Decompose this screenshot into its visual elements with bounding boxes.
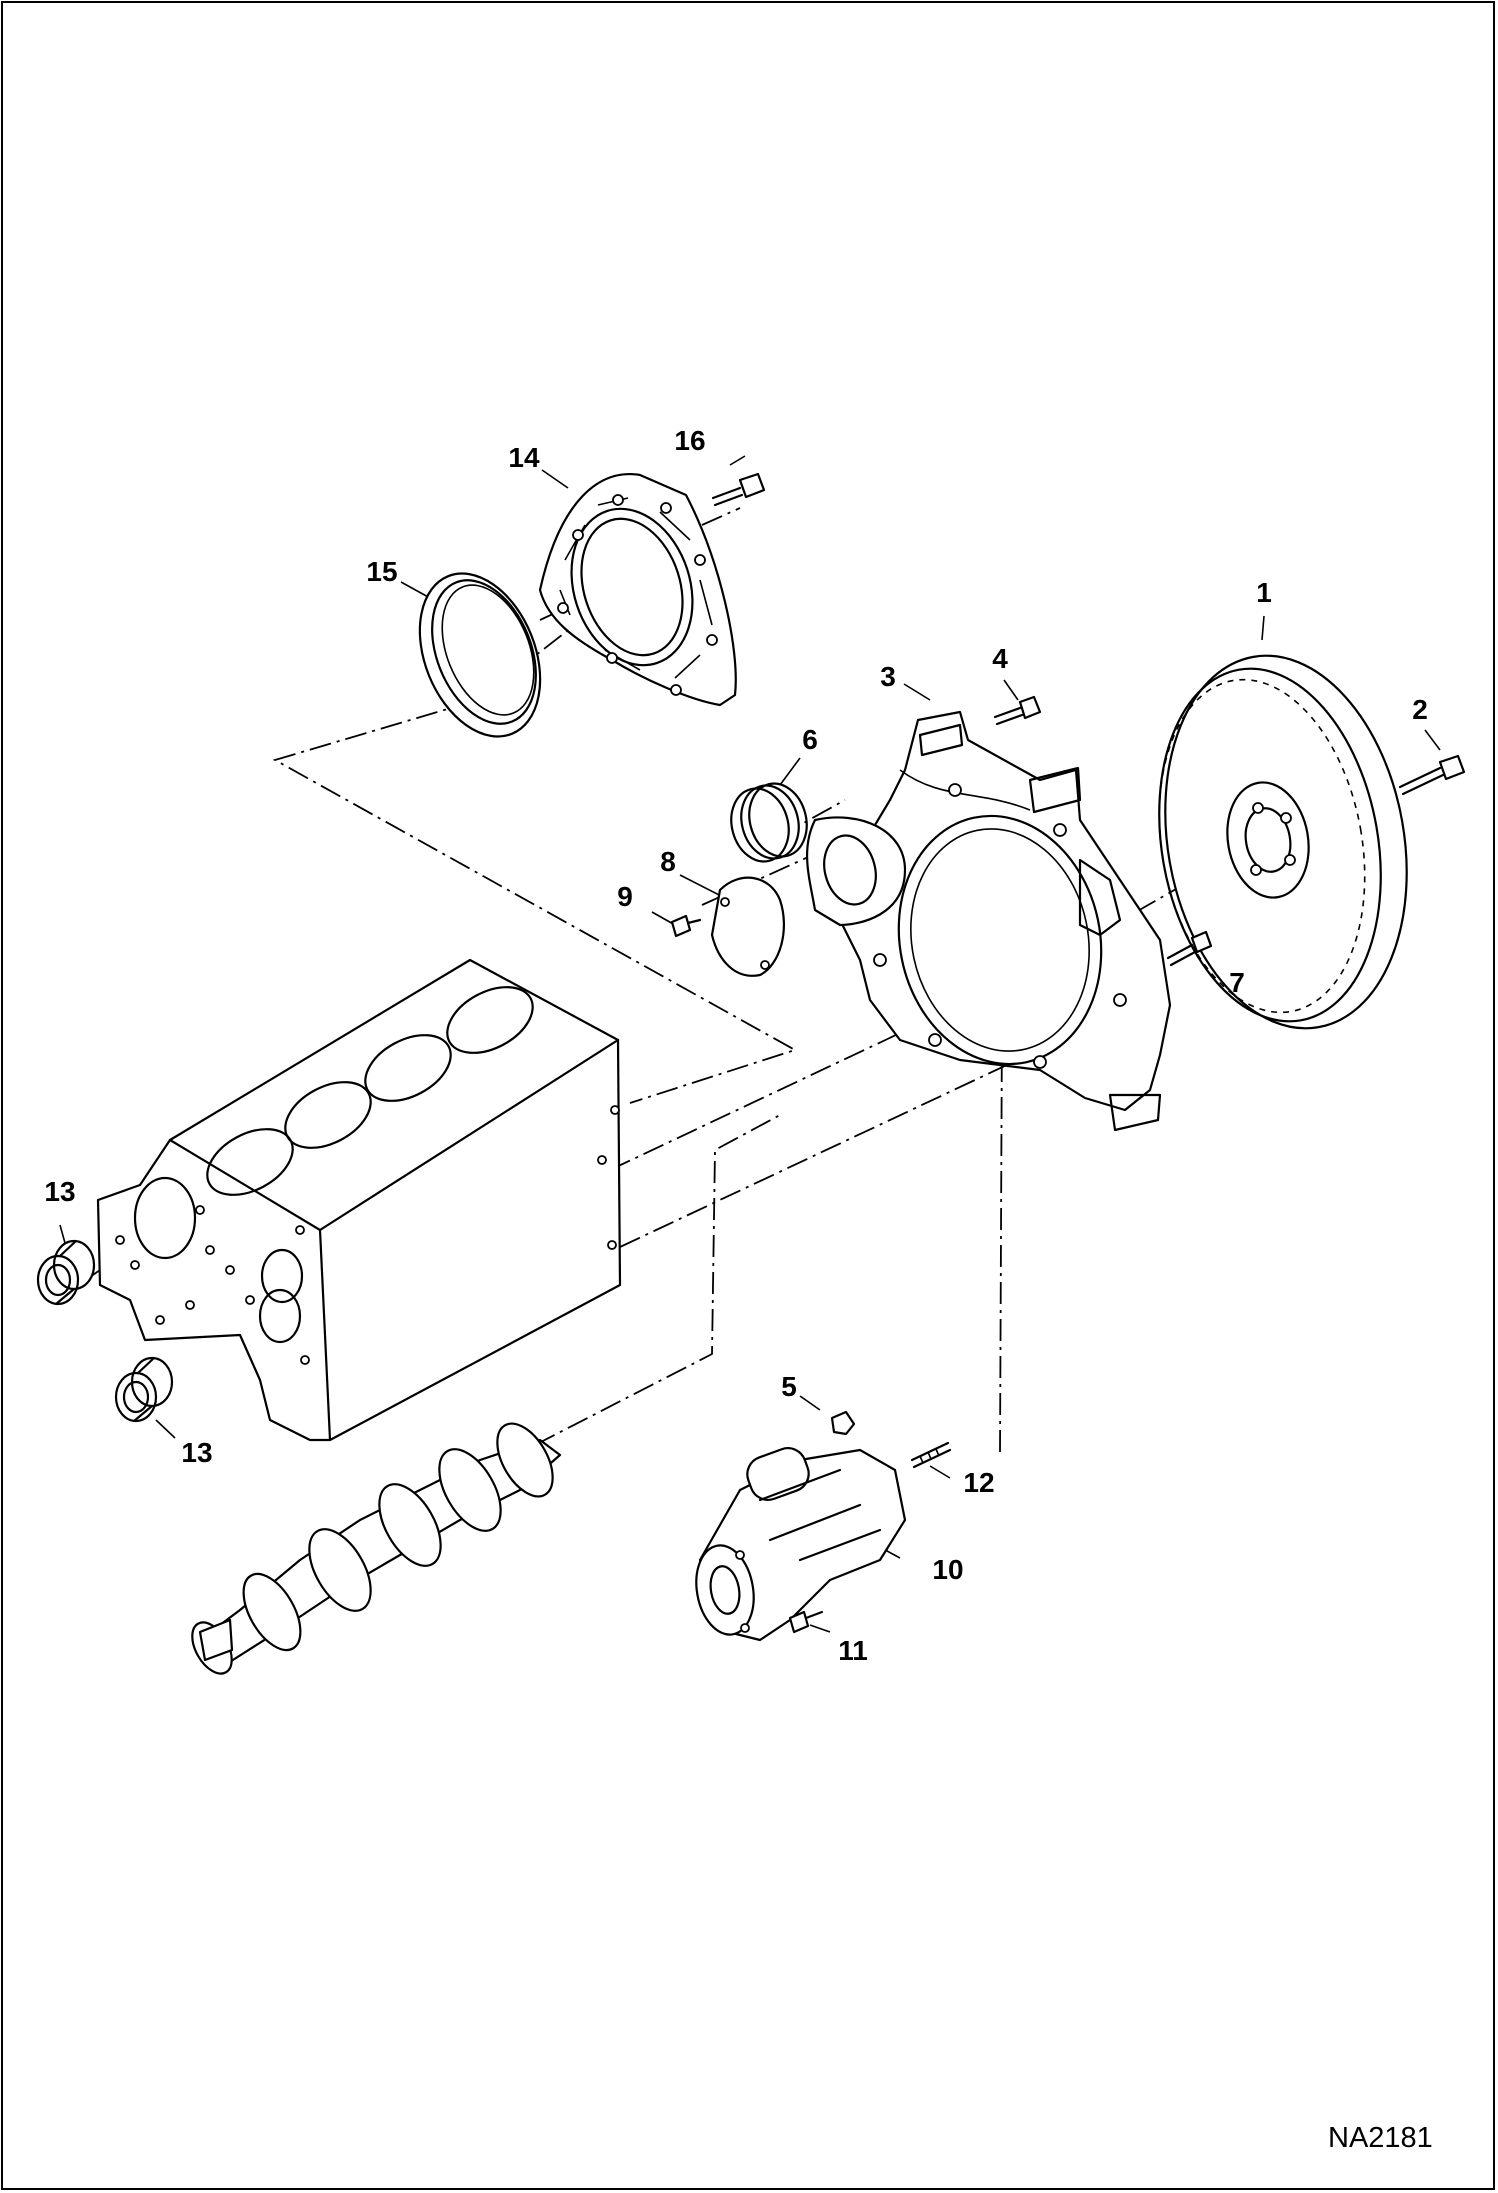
housing-bolt	[711, 472, 766, 507]
callout-5: 5	[781, 1371, 797, 1402]
callout-7: 7	[1229, 967, 1245, 998]
callout-13-lower: 13	[181, 1437, 213, 1468]
starter-motor	[695, 1447, 907, 1642]
callout-2: 2	[1412, 694, 1428, 725]
flywheel	[1158, 654, 1408, 1030]
callout-4: 4	[992, 643, 1008, 674]
housing-top-bolt	[993, 695, 1042, 726]
rear-oil-seal	[418, 572, 542, 738]
callout-8: 8	[660, 846, 676, 877]
cover-plate	[710, 876, 785, 977]
figure-code: NA2181	[1328, 2122, 1433, 2154]
callout-9: 9	[617, 881, 633, 912]
starter-bolt	[788, 1610, 824, 1634]
crankshaft	[191, 1422, 562, 1675]
starter-nut	[830, 1410, 856, 1436]
access-plug	[730, 782, 907, 927]
callout-16: 16	[674, 425, 706, 456]
seal-housing-plate	[538, 473, 737, 707]
callout-14: 14	[508, 442, 540, 473]
callout-10: 10	[932, 1554, 964, 1585]
callout-12: 12	[963, 1467, 995, 1498]
housing-side-bolt	[1166, 930, 1213, 967]
callout-11: 11	[838, 1635, 868, 1666]
callout-1: 1	[1256, 577, 1272, 608]
cylinder-block	[96, 958, 622, 1442]
front-oil-seal-lower	[114, 1356, 174, 1423]
flywheel-bolt	[1398, 754, 1466, 796]
callout-6: 6	[802, 724, 818, 755]
cover-bolt	[670, 914, 702, 938]
leader-lines	[59, 455, 1441, 1633]
callout-15: 15	[366, 556, 398, 587]
callout-13-upper: 13	[44, 1176, 76, 1207]
front-oil-seal-upper	[36, 1239, 96, 1306]
starter-stud	[910, 1441, 952, 1469]
callout-3: 3	[880, 661, 896, 692]
